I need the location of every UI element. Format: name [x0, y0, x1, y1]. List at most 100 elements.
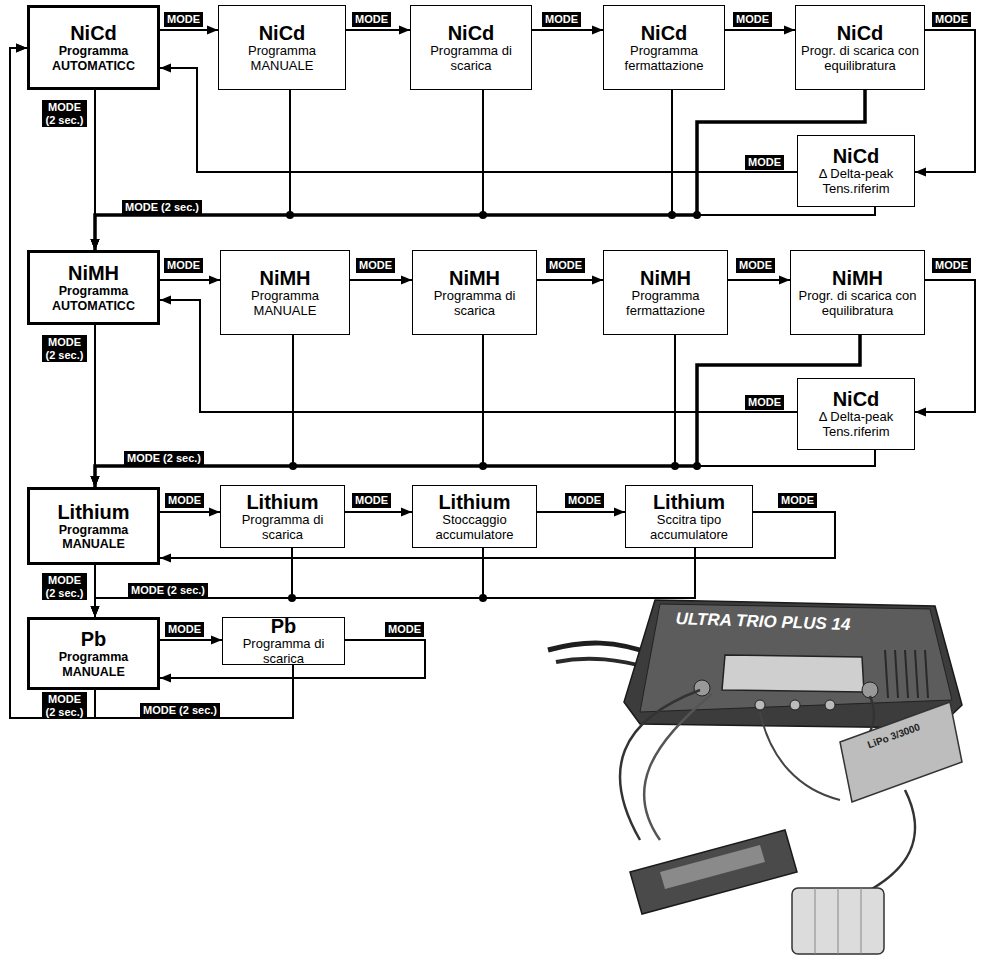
program-name: Programma AUTOMATICC: [34, 284, 153, 313]
pack-label: [660, 845, 765, 889]
junction-dot: [289, 462, 297, 470]
program-name: Sccitra tipo accumulatore: [630, 513, 748, 543]
flow-arrow: [345, 511, 412, 513]
mode-button-label: MODE: [164, 258, 203, 273]
mode-box: NiCdProgramma fermattazione: [603, 5, 725, 90]
program-name: Programma fermattazione: [608, 44, 720, 74]
flow-arrow: [95, 90, 672, 250]
program-name: Progr. di scarica con equilibratura: [800, 44, 920, 74]
charger-button: [755, 700, 765, 710]
battery-type: NiCd: [833, 145, 880, 167]
mode-button-label: MODE: [745, 395, 784, 410]
charger-vents: [885, 650, 928, 698]
mode-box: NiCdProgramma MANUALE: [218, 5, 346, 90]
mode-button-label: MODE (2 sec.): [42, 335, 87, 362]
vent-line: [885, 650, 888, 698]
mode-box: NiCdProgr. di scarica con equilibratura: [795, 5, 925, 90]
charger-body: [624, 600, 962, 728]
program-name: Programma di scarica: [415, 44, 527, 74]
program-name: Programma fermattazione: [608, 289, 723, 319]
flow-arrow: [160, 279, 220, 281]
cell-divider: [838, 888, 839, 954]
program-name: Stoccaggio accumulatore: [417, 513, 532, 543]
mode-button-label: MODE: [778, 493, 817, 508]
mode-button-label: MODE: [356, 258, 395, 273]
battery-type: NiCd: [837, 22, 884, 44]
mode-box: LithiumStoccaggio accumulatore: [412, 485, 537, 548]
vent-line: [915, 650, 918, 698]
flow-arrow: [725, 29, 795, 31]
flow-arrow: [95, 90, 483, 250]
vent-line: [905, 650, 908, 698]
battery-type: NiMH: [832, 267, 883, 289]
battery-type: NiMH: [640, 267, 691, 289]
battery-lead: [870, 790, 915, 890]
mode-button-label: MODE: [165, 493, 204, 508]
flow-arrow: [95, 90, 290, 250]
battery-type: NiCd: [833, 388, 880, 410]
charger-button: [790, 700, 800, 710]
junction-dot: [693, 462, 701, 470]
junction-dot: [286, 211, 294, 219]
junction-dot: [288, 594, 296, 602]
charger-display: [722, 655, 864, 692]
banana-socket: [694, 680, 710, 696]
flow-arrow: [160, 511, 220, 513]
mode-box: NiMHProgr. di scarica con equilibratura: [790, 250, 925, 335]
mode-box: NiCdΔ Delta-peak Tens.riferim: [797, 378, 915, 450]
flow-arrow: [160, 639, 222, 641]
battery-type: NiCd: [448, 22, 495, 44]
junction-dot: [479, 462, 487, 470]
junction-dot: [479, 211, 487, 219]
battery-type: NiMH: [259, 267, 310, 289]
mode-box: LithiumProgramma di scarica: [220, 485, 345, 548]
battery-type: NiMH: [68, 262, 119, 284]
lipo-battery: [840, 702, 962, 802]
program-name: Programma di scarica: [227, 637, 340, 667]
battery-type: NiCd: [70, 22, 117, 44]
mode-box: NiMHProgramma AUTOMATICC: [27, 250, 160, 325]
battery-type: NiMH: [449, 267, 500, 289]
flow-arrow: [94, 325, 96, 487]
mode-box: NiMHProgramma di scarica: [412, 250, 537, 335]
program-name: Δ Delta-peak Tens.riferim: [802, 410, 910, 440]
charge-lead: [620, 690, 700, 840]
mode-box: NiCdΔ Delta-peak Tens.riferim: [797, 135, 915, 207]
battery-type: NiCd: [641, 22, 688, 44]
mode-button-label: MODE: [352, 12, 391, 27]
mode-button-label: MODE (2 sec.): [42, 573, 87, 600]
mode-button-label: MODE (2 sec.): [42, 100, 87, 127]
mode-box: PbProgramma MANUALE: [27, 617, 160, 690]
flow-arrow: [537, 511, 625, 513]
mode-button-label: MODE: [736, 258, 775, 273]
mode-button-label: MODE (2 sec.): [124, 451, 204, 466]
mode-button-label: MODE (2 sec.): [42, 692, 87, 719]
connector-layer: [10, 30, 975, 718]
vent-line: [895, 650, 898, 698]
battery-type: Lithium: [653, 491, 725, 513]
program-name: Progr. di scarica con equilibratura: [795, 289, 920, 319]
flow-arrow: [95, 90, 865, 250]
mode-button-label: MODE: [932, 12, 971, 27]
mode-button-label: MODE: [733, 12, 772, 27]
mode-button-label: MODE: [745, 155, 784, 170]
mode-box: NiMHProgramma fermattazione: [603, 250, 728, 335]
flow-arrow: [95, 335, 675, 487]
program-name: Programma MANUALE: [34, 523, 153, 552]
cell-pack: [792, 888, 884, 954]
banana-socket: [862, 682, 878, 698]
flow-arrow: [95, 335, 293, 487]
junction-dot: [693, 211, 701, 219]
junction-dot: [668, 211, 676, 219]
mode-button-label: MODE: [164, 12, 203, 27]
program-name: Programma MANUALE: [223, 44, 341, 74]
flow-arrow: [95, 335, 483, 487]
vent-line: [925, 650, 928, 698]
mode-box: NiMHProgramma MANUALE: [220, 250, 350, 335]
program-name: Programma MANUALE: [34, 650, 153, 679]
program-name: Programma di scarica: [417, 289, 532, 319]
mode-button-label: MODE: [352, 493, 391, 508]
mode-button-label: MODE: [546, 258, 585, 273]
cell-divider: [861, 888, 862, 954]
battery-type: Pb: [271, 615, 297, 637]
